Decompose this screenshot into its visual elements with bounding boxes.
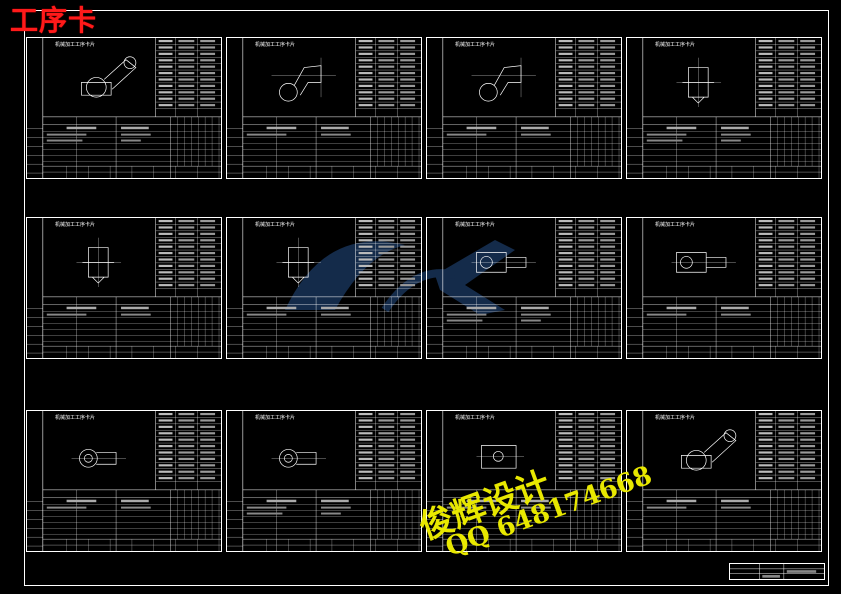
process-card-drawing bbox=[27, 38, 221, 178]
process-card-title: 机械加工工序卡片 bbox=[55, 42, 96, 48]
process-card-title: 机械加工工序卡片 bbox=[255, 42, 296, 48]
process-card-2: 机械加工工序卡片 bbox=[226, 37, 422, 179]
process-card-title: 机械加工工序卡片 bbox=[255, 222, 296, 228]
process-card-title: 机械加工工序卡片 bbox=[655, 415, 696, 421]
drawing-frame bbox=[24, 10, 829, 586]
sheet-title-block bbox=[729, 563, 825, 580]
process-card-12: 机械加工工序卡片 bbox=[626, 410, 822, 552]
drawing-title-stamp: 工序卡 bbox=[10, 4, 98, 37]
process-card-drawing bbox=[627, 218, 821, 358]
faint-logo-watermark bbox=[285, 240, 515, 315]
process-card-8: 机械加工工序卡片 bbox=[626, 217, 822, 359]
process-card-10: 机械加工工序卡片 bbox=[226, 410, 422, 552]
process-card-drawing bbox=[427, 38, 621, 178]
process-card-1: 机械加工工序卡片 bbox=[26, 37, 222, 179]
process-card-drawing bbox=[227, 411, 421, 551]
process-card-drawing bbox=[627, 411, 821, 551]
process-card-title: 机械加工工序卡片 bbox=[455, 42, 496, 48]
process-card-3: 机械加工工序卡片 bbox=[426, 37, 622, 179]
process-card-9: 机械加工工序卡片 bbox=[26, 410, 222, 552]
process-card-drawing bbox=[27, 411, 221, 551]
process-card-title: 机械加工工序卡片 bbox=[655, 222, 696, 228]
process-card-title: 机械加工工序卡片 bbox=[655, 42, 696, 48]
process-card-title: 机械加工工序卡片 bbox=[55, 415, 96, 421]
process-card-7: 机械加工工序卡片 bbox=[426, 217, 622, 359]
process-card-11: 机械加工工序卡片 bbox=[426, 410, 622, 552]
process-card-drawing bbox=[427, 411, 621, 551]
process-card-drawing bbox=[627, 38, 821, 178]
process-card-drawing bbox=[227, 218, 421, 358]
process-card-4: 机械加工工序卡片 bbox=[626, 37, 822, 179]
process-card-5: 机械加工工序卡片 bbox=[26, 217, 222, 359]
process-card-6: 机械加工工序卡片 bbox=[226, 217, 422, 359]
process-card-title: 机械加工工序卡片 bbox=[455, 415, 496, 421]
process-card-drawing bbox=[227, 38, 421, 178]
process-card-drawing bbox=[27, 218, 221, 358]
process-card-drawing bbox=[427, 218, 621, 358]
process-card-title: 机械加工工序卡片 bbox=[455, 222, 496, 228]
process-card-title: 机械加工工序卡片 bbox=[55, 222, 96, 228]
process-card-title: 机械加工工序卡片 bbox=[255, 415, 296, 421]
